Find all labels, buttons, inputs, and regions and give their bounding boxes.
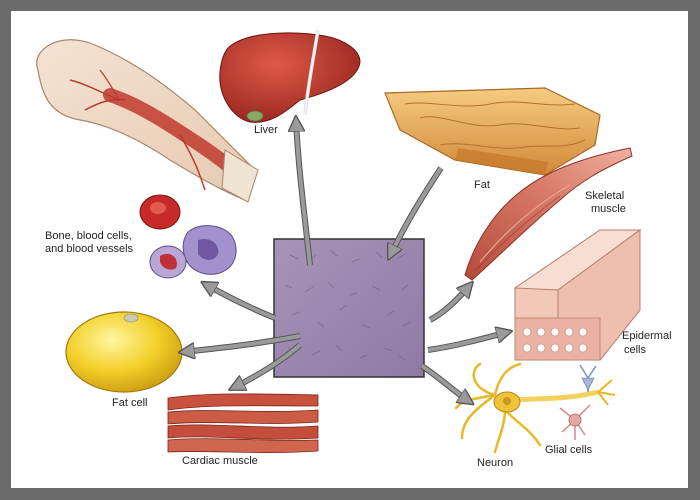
label-liver: Liver — [254, 124, 278, 136]
fat-cell-illustration — [65, 311, 183, 393]
label-epidermal-line1: Epidermal — [622, 330, 672, 342]
epidermis-illustration — [513, 229, 642, 361]
neuron-illustration — [454, 362, 616, 454]
label-bone-line2: and blood vessels — [45, 243, 134, 255]
label-epidermal-line2: cells — [624, 344, 647, 356]
label-neuron: Neuron — [477, 457, 514, 469]
glial-cells-illustration — [559, 364, 597, 440]
liver-illustration — [219, 29, 361, 123]
differentiation-arrows — [183, 120, 508, 402]
fat-cell-nucleus — [123, 313, 139, 323]
bone-illustration — [36, 39, 259, 203]
label-fat-cell: Fat cell — [112, 397, 148, 409]
skeletal-muscle-illustration — [464, 147, 633, 281]
fat-tissue-illustration — [384, 87, 601, 176]
label-skeletal-muscle-line2: muscle — [591, 203, 626, 215]
blood-cells-illustration — [139, 194, 237, 279]
diagram-canvas — [36, 29, 642, 454]
stem-cell-culture — [273, 238, 425, 378]
label-glial-cells: Glial cells — [545, 444, 593, 456]
figure-panel: Liver Fat Skeletal muscle Bone, blood ce… — [11, 11, 688, 488]
label-cardiac-muscle: Cardiac muscle — [182, 455, 258, 467]
label-fat: Fat — [474, 179, 490, 191]
label-bone-line1: Bone, blood cells, — [45, 230, 132, 242]
cardiac-muscle-illustration — [167, 393, 319, 454]
label-skeletal-muscle-line1: Skeletal — [585, 190, 625, 202]
